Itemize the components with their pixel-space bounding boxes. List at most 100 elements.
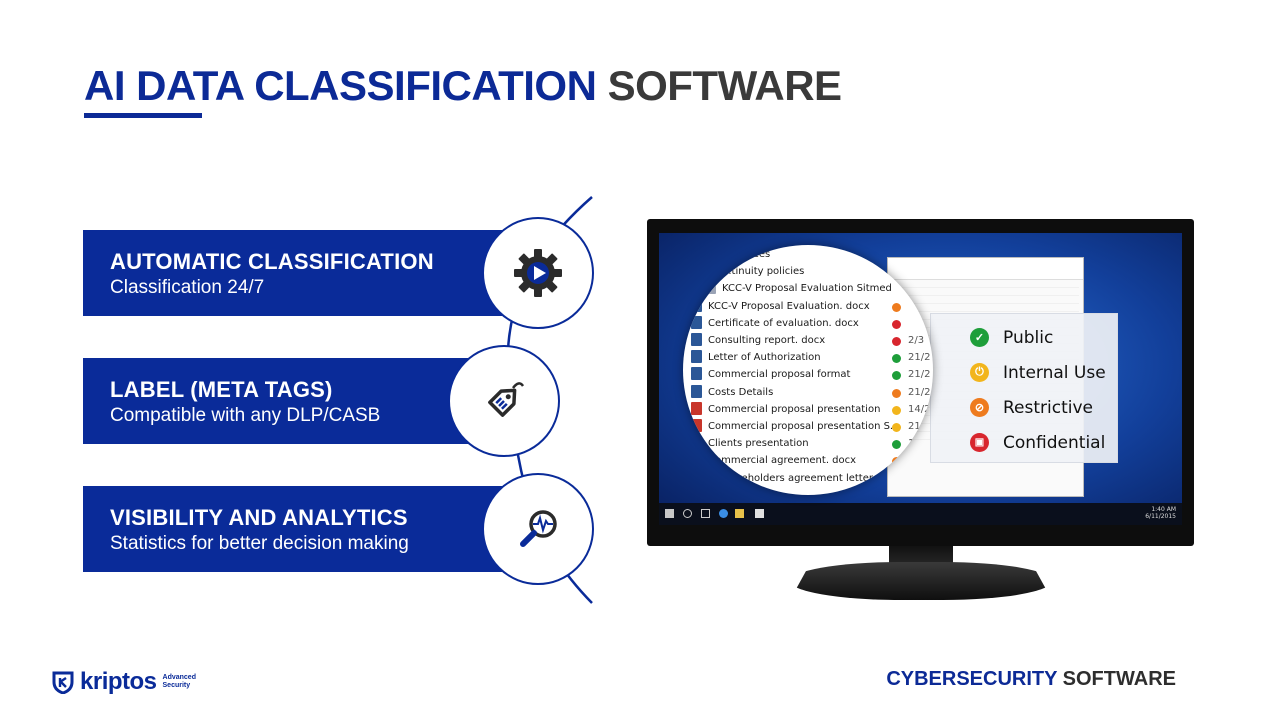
logo-tagline: Advanced Security [163, 674, 196, 690]
file-date: 21/2 [908, 421, 931, 432]
title-highlight: AI DATA CLASSIFICATION [84, 62, 597, 109]
file-row[interactable]: Clients presentation [691, 436, 809, 453]
word-file-icon [691, 315, 702, 329]
feature-title: AUTOMATIC CLASSIFICATION [110, 249, 434, 274]
status-dot-public [892, 354, 901, 364]
file-row[interactable]: Letter of Authorization [691, 350, 821, 367]
file-name: Commercial agreement. docx [708, 455, 857, 467]
pdf-file-icon [705, 470, 716, 484]
file-row[interactable]: Consulting report. docx [691, 333, 825, 350]
file-name: Commercial proposal presentation S. [708, 421, 894, 432]
feature-title: VISIBILITY AND ANALYTICS [110, 505, 408, 530]
feature-title: LABEL (META TAGS) [110, 377, 333, 402]
check-icon: ✓ [970, 328, 989, 347]
file-date: 21/2 [908, 386, 931, 398]
file-row[interactable]: Certificate of evaluation. docx [691, 315, 859, 333]
file-date: 14/2 [908, 403, 931, 415]
legend-restrictive: Restrictive [1003, 398, 1093, 418]
file-name: ...areholders agreement letter [722, 472, 873, 484]
word-file-icon [691, 333, 702, 346]
pdf-file-icon [691, 419, 702, 432]
word-file-icon [691, 298, 702, 312]
footer-highlight: CYBERSECURITY [886, 668, 1058, 690]
monitor-base [790, 562, 1052, 600]
footer-tagline: CYBERSECURITY SOFTWARE [886, 668, 1176, 691]
taskbar-clock[interactable]: 1:40 AM 6/11/2015 [1145, 506, 1176, 520]
status-dot-restrictive [892, 457, 901, 467]
task-view-icon[interactable] [701, 509, 710, 518]
file-name: Costs Details [708, 386, 774, 398]
clock-date: 6/11/2015 [1145, 513, 1176, 520]
clock-time: 1:40 AM [1151, 506, 1176, 513]
file-row[interactable]: KCC-V Proposal Evaluation. docx [691, 298, 870, 316]
taskbar: 1:40 AM 6/11/2015 [659, 503, 1182, 525]
title-rest: SOFTWARE [607, 62, 843, 109]
feature-icon-circle [482, 217, 594, 329]
lock-icon: ▣ [970, 433, 989, 452]
file-date: 14/ [908, 438, 925, 450]
file-name: Consulting report. docx [708, 335, 826, 346]
classification-legend: ✓ Public ⏻ Internal Use ⊘ Restrictive ▣ … [930, 313, 1118, 463]
file-date: 2/3 [908, 335, 925, 346]
feature-icon-circle [448, 345, 560, 457]
file-name: Commercial proposal format [708, 369, 851, 381]
file-row[interactable]: ...Oraf_sep [705, 487, 776, 495]
legend-public: Public [1003, 328, 1054, 348]
feature-subtitle: Classification 24/7 [110, 277, 265, 298]
tag-icon [488, 382, 525, 417]
file-row[interactable]: ...areholders agreement letter [705, 470, 873, 488]
edge-browser-icon[interactable] [719, 509, 728, 518]
status-dot-confidential [892, 337, 901, 346]
logo-wordmark: kriptos [80, 668, 157, 695]
word-file-icon [691, 350, 702, 364]
file-row[interactable]: ...tinuity policies [705, 264, 804, 281]
pdf-file-icon [705, 487, 716, 495]
power-icon: ⏻ [970, 363, 989, 382]
file-row[interactable]: Costs Details [691, 384, 774, 402]
file-name: Commercial proposal presentation [708, 403, 881, 415]
file-row[interactable]: ...ployees [705, 247, 770, 264]
file-row[interactable]: Commercial proposal format [691, 367, 850, 384]
feature-icon-circle [482, 473, 594, 585]
logo-tagline-1: Advanced [162, 674, 196, 681]
kriptos-logo: kriptos Advanced Security [52, 668, 196, 696]
title-underline [84, 113, 202, 118]
footer-rest: SOFTWARE [1062, 668, 1176, 690]
file-row[interactable]: Commercial proposal presentation [691, 401, 881, 419]
feature-subtitle: Compatible with any DLP/CASB [110, 405, 381, 426]
folder-icon [705, 247, 716, 260]
search-icon[interactable] [683, 509, 692, 518]
file-name: ...Oraf_sep [722, 490, 776, 495]
status-dot-public [892, 440, 901, 450]
pdf-file-icon [691, 436, 702, 450]
file-name: KCC-V Proposal Evaluation Sitmed [722, 283, 892, 295]
explorer-header [888, 258, 1083, 280]
logo-tagline-2: Security [162, 682, 191, 689]
file-name: ...tinuity policies [722, 266, 805, 278]
status-dot-internal [892, 423, 901, 432]
folder-icon[interactable] [735, 509, 744, 518]
feature-label-meta-tags: LABEL (META TAGS) Compatible with any DL… [83, 358, 487, 444]
status-dot-restrictive [892, 302, 901, 312]
folder-icon [705, 264, 716, 278]
file-name: Letter of Authorization [708, 352, 821, 364]
legend-confidential: Confidential [1003, 433, 1106, 453]
file-row[interactable]: Commercial agreement. docx [691, 453, 856, 470]
feature-automatic-classification: AUTOMATIC CLASSIFICATION Classification … [83, 230, 523, 316]
status-dot-confidential [892, 319, 901, 329]
file-row[interactable]: KCC-V Proposal Evaluation Sitmed [705, 281, 892, 298]
file-name: ...ployees [722, 249, 771, 260]
word-file-icon [691, 367, 702, 381]
word-file-icon [691, 384, 702, 398]
file-date: 21/2 [908, 352, 931, 364]
file-row[interactable]: Commercial proposal presentation S. [691, 419, 893, 436]
feature-visibility-analytics: VISIBILITY AND ANALYTICS Statistics for … [83, 486, 523, 572]
pdf-file-icon [691, 453, 702, 467]
file-name: KCC-V Proposal Evaluation. docx [708, 300, 870, 312]
store-icon[interactable] [755, 509, 764, 518]
file-name: Certificate of evaluation. docx [708, 317, 859, 329]
status-dot-internal [892, 405, 901, 415]
start-icon[interactable] [665, 509, 674, 518]
gear-play-icon [514, 249, 562, 297]
